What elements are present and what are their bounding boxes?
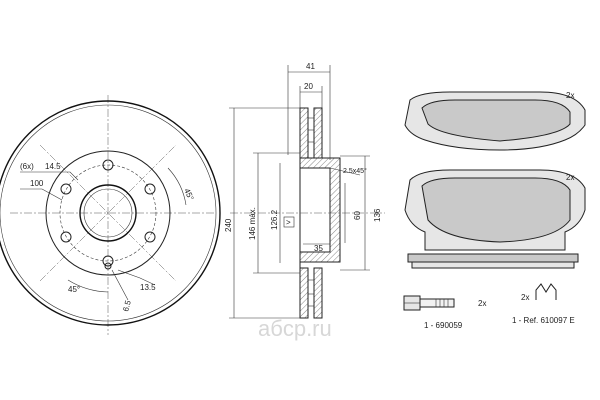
dim-6-5-label: 6.5 (121, 299, 133, 313)
disc-front-view: (6x) 14.5 100 45° 45° 13.5 6.5 (0, 95, 221, 335)
locating-hole (104, 262, 112, 270)
pad-profile-backing (411, 261, 575, 269)
bolt-hole-1 (102, 159, 114, 171)
disc-outer-edge (0, 100, 221, 326)
friction-ring-lower-left (299, 267, 309, 319)
bolt-hole-3 (144, 231, 156, 243)
section-marker-box (283, 216, 295, 228)
bolt-hole-2 (144, 183, 156, 195)
dia-136-label: 136 (373, 208, 382, 222)
dia-146-label: 146 máx. (248, 207, 257, 240)
leader-6-5 (111, 269, 129, 301)
friction-ring-lower-right (313, 267, 323, 319)
upper-pad-friction (421, 99, 571, 142)
friction-ring-upper-right (313, 107, 323, 159)
watermark: aбcp.ru (258, 316, 332, 341)
brake-pads: 2x 2x 2x 1 - Ref. 610097 E (404, 91, 586, 325)
upper-pad-qty: 2x (566, 91, 574, 100)
center-bore-chamfer (83, 188, 133, 238)
center-line-diag-2 (39, 144, 177, 282)
width-41-label: 41 (306, 62, 315, 71)
leader-pcd (20, 188, 63, 201)
pcd-circle (59, 164, 157, 262)
lower-pad-friction (421, 177, 571, 243)
angle-top-label: 45° (182, 187, 195, 202)
width-20-label: 20 (304, 82, 313, 91)
dim-13-5-label: 13.5 (140, 283, 156, 292)
angle-bottom-label: 45° (68, 285, 80, 294)
leader-hole-dia (20, 171, 79, 181)
pad-profile-friction (407, 253, 579, 263)
lower-pad-qty: 2x (566, 173, 574, 182)
bolt-hole-5 (60, 231, 72, 243)
leader-chamfer (329, 167, 361, 176)
pad-ref-label: 1 - Ref. 610097 E (512, 316, 575, 325)
height-35-label: 35 (314, 244, 323, 253)
leader-13-5 (117, 269, 156, 286)
dia-60-label: 60 (353, 211, 362, 220)
hole-dia-label: 14.5 (45, 162, 61, 171)
pcd-label: 100 (30, 179, 44, 188)
section-marker: > (286, 218, 291, 227)
chamfer-label: 2.5x45° (343, 167, 367, 175)
bolt-hole-6 (60, 183, 72, 195)
disc-section-view: 41 20 240 146 máx. (224, 62, 385, 319)
bolt-ref-label: 1 - 690059 (424, 321, 463, 330)
dia-126-label: 126.2 (270, 209, 279, 230)
bolt-qty: 2x (478, 299, 486, 308)
disc-hat-ring (45, 150, 171, 276)
arc-45-top (167, 167, 187, 206)
hole-count-label: (6x) (20, 162, 34, 171)
friction-ring-upper-left (299, 107, 309, 159)
disc-outer-ring (0, 104, 217, 322)
center-bore (79, 184, 137, 242)
outer-dia-label: 240 (224, 218, 233, 232)
bolt-shank (419, 298, 455, 308)
spring-clip (535, 283, 557, 300)
guide-bolt: 2x 1 - 690059 (403, 295, 486, 330)
center-line-diag-1 (39, 144, 177, 282)
bolt-hole-4 (102, 255, 114, 267)
spring-qty: 2x (521, 293, 529, 302)
arc-45-bottom (67, 279, 109, 293)
